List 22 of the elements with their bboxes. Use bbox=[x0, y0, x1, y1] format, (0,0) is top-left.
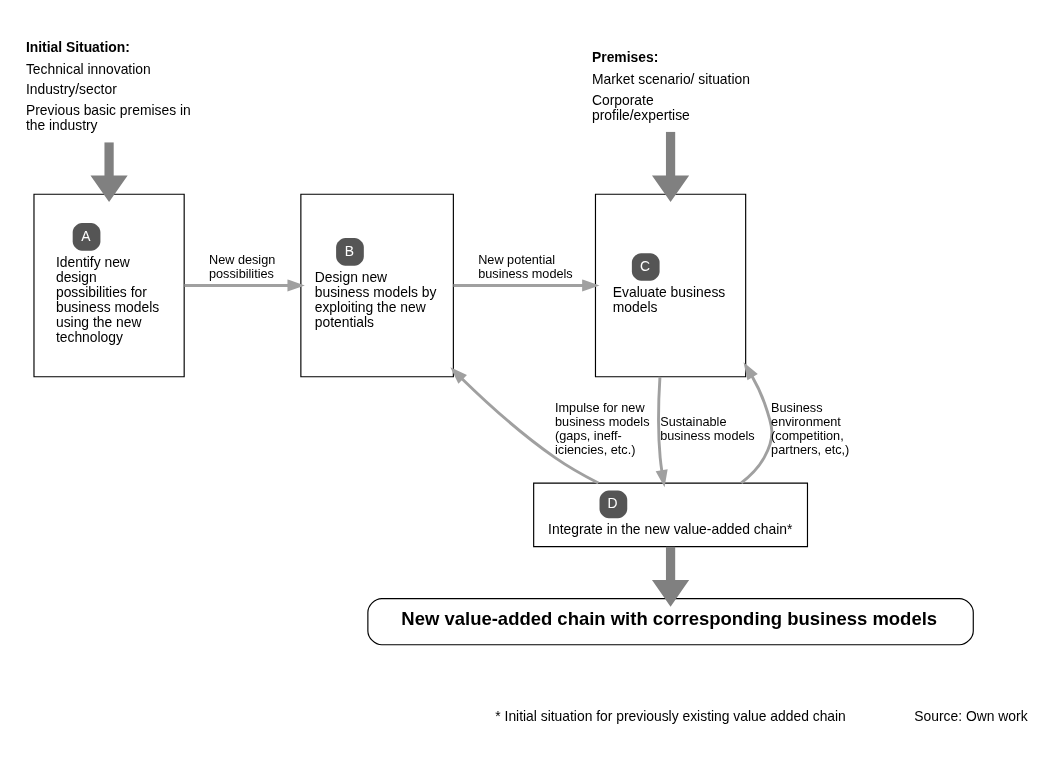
node-box: C Evaluate business models bbox=[594, 193, 747, 378]
node-box: A Identify new design possibilities for business models using the new technology bbox=[33, 193, 185, 378]
node-box: New value-added chain with corresponding business models bbox=[367, 598, 974, 646]
label: Source: Own work bbox=[914, 708, 1028, 725]
edge-label: Sustainable business models bbox=[660, 415, 755, 444]
arrow bbox=[652, 546, 690, 607]
arrow bbox=[184, 279, 305, 292]
arrow bbox=[90, 142, 128, 202]
node-box: B Design new business models by exploiting the new potentials bbox=[300, 193, 454, 378]
arrow bbox=[655, 376, 668, 488]
arrow bbox=[453, 279, 600, 292]
edge-label: New design possibilities bbox=[209, 253, 276, 282]
arrow bbox=[450, 367, 599, 485]
node-box: D Integrate in the new value-added chain* bbox=[533, 482, 809, 548]
edge-label: Business environment (competition, partners, etc,) bbox=[771, 401, 850, 457]
arrow bbox=[652, 131, 690, 202]
arrow bbox=[740, 362, 774, 484]
node-text: Initial Situation: Technical innovation Industry/sector Previous basic premises in the industry bbox=[25, 38, 191, 134]
edge-label: New potential business models bbox=[478, 253, 573, 282]
label: * Initial situation for previously existing value added chain bbox=[495, 708, 846, 725]
node-text: Premises: Market scenario/ situation Corporate profile/expertise bbox=[592, 49, 750, 123]
edge-label: Impulse for new business models (gaps, ineff- iciencies, etc.) bbox=[555, 401, 650, 457]
